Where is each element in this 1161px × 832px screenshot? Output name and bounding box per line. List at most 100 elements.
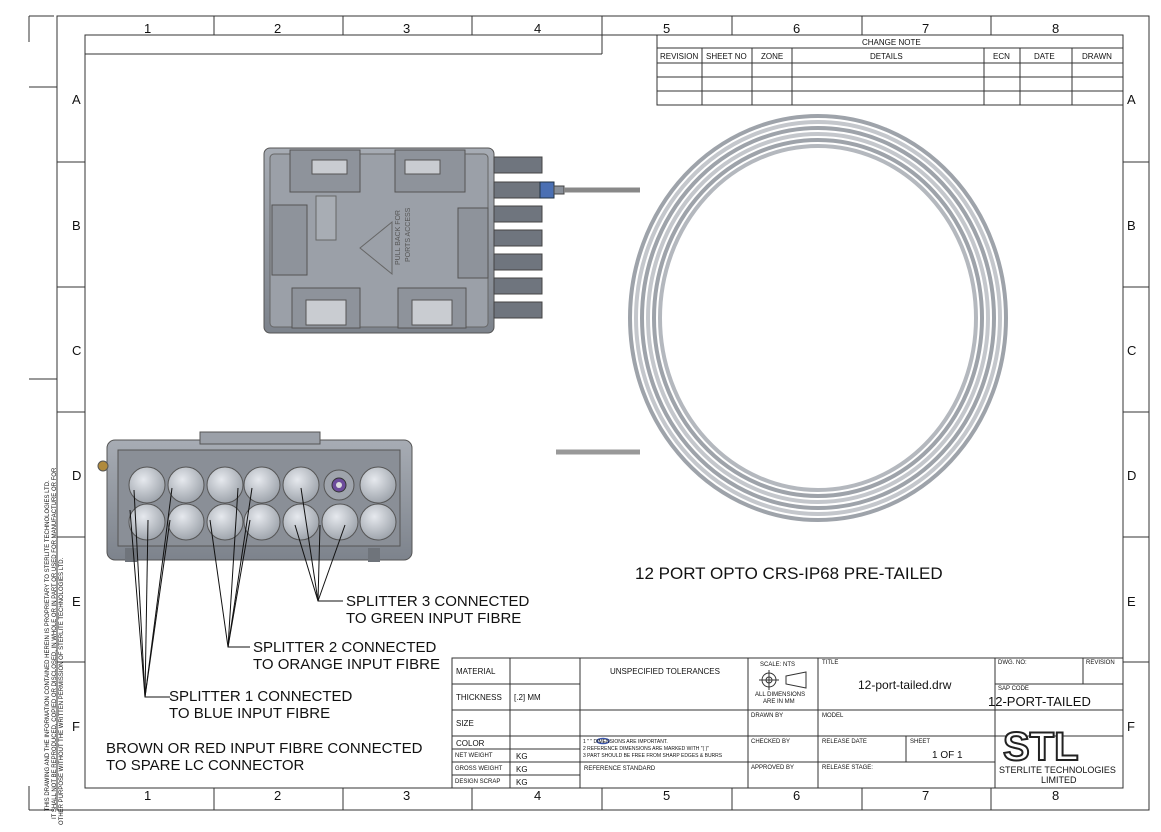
zone-col-label: 3 bbox=[403, 788, 411, 803]
fibre-coil bbox=[628, 114, 1008, 522]
dims-note: ALL DIMENSIONS bbox=[755, 692, 806, 698]
zone-row-label: E bbox=[1127, 594, 1136, 609]
material-label: MATERIAL bbox=[456, 667, 496, 676]
gross-weight-unit: KG bbox=[516, 765, 528, 774]
zone-row-label: C bbox=[72, 343, 82, 358]
corner-mark bbox=[28, 786, 54, 811]
zone-row-label: C bbox=[1127, 343, 1137, 358]
company-name: STERLITE TECHNOLOGIES bbox=[999, 765, 1116, 775]
zone-col-label: 7 bbox=[922, 788, 930, 803]
sap-code-value: 12-PORT-TAILED bbox=[988, 694, 1091, 709]
column-ticks bbox=[57, 16, 1149, 810]
drawing-title: 12 PORT OPTO CRS-IP68 PRE-TAILED bbox=[635, 564, 943, 583]
svg-text:STL: STL bbox=[1003, 725, 1079, 769]
zone-row-label: E bbox=[72, 594, 81, 609]
change-note-header: DETAILS bbox=[870, 52, 903, 61]
spare-connector-note: BROWN OR RED INPUT FIBRE CONNECTED bbox=[106, 740, 423, 757]
color-label: COLOR bbox=[456, 739, 485, 748]
zone-col-label: 5 bbox=[663, 21, 671, 36]
thickness-value: [.2] MM bbox=[514, 693, 541, 702]
leader-lines bbox=[129, 487, 346, 698]
splitter1-note: TO BLUE INPUT FIBRE bbox=[169, 705, 331, 722]
proprietary-notice-line-1: THIS DRAWING AND THE INFORMATION CONTAIN… bbox=[45, 480, 51, 811]
proprietary-notice-line-2: IT SHALL NOT BE REPRODUCED, COPIED OR DI… bbox=[52, 467, 58, 819]
outer-frame bbox=[56, 15, 1150, 811]
change-note-header: REVISION bbox=[660, 52, 699, 61]
spare-connector-note: TO SPARE LC CONNECTOR bbox=[106, 757, 305, 774]
title-label: TITLE bbox=[822, 660, 839, 666]
zone-col-label: 8 bbox=[1052, 21, 1060, 36]
drawn-by-label: DRAWN BY bbox=[751, 713, 784, 719]
zone-row-label: B bbox=[72, 218, 81, 233]
zone-row-label: F bbox=[1127, 719, 1135, 734]
zone-row-label: F bbox=[72, 719, 80, 734]
title-value: 12-port-tailed.drw bbox=[858, 678, 952, 692]
zone-col-label: 5 bbox=[663, 788, 671, 803]
release-date-label: RELEASE DATE bbox=[822, 739, 867, 745]
corner-mark bbox=[28, 15, 54, 42]
change-note-header: ZONE bbox=[761, 52, 784, 61]
checked-by-label: CHECKED BY bbox=[751, 739, 791, 745]
change-note-title: CHANGE NOTE bbox=[862, 38, 921, 47]
zone-col-label: 1 bbox=[144, 788, 152, 803]
design-scrap-unit: KG bbox=[516, 778, 528, 787]
zone-row-label: B bbox=[1127, 218, 1136, 233]
tolerance-note-3: 3 PART SHOULD BE FREE FROM SHARP EDGES &… bbox=[583, 753, 723, 759]
net-weight-label: NET WEIGHT bbox=[455, 753, 493, 759]
thickness-label: THICKNESS bbox=[456, 693, 502, 702]
splitter2-note: TO ORANGE INPUT FIBRE bbox=[253, 656, 440, 673]
net-weight-unit: KG bbox=[516, 752, 528, 761]
approved-by-label: APPROVED BY bbox=[751, 765, 795, 771]
closure-front-view bbox=[97, 431, 413, 562]
dwg-no-label: DWG. NO: bbox=[998, 660, 1027, 666]
closure-top-view: PULL BACK FOR PORTS ACCESS bbox=[263, 147, 640, 334]
change-note-header: DRAWN bbox=[1082, 52, 1112, 61]
zone-col-label: 6 bbox=[793, 788, 801, 803]
important-dim-symbol bbox=[596, 737, 610, 745]
zone-col-label: 7 bbox=[922, 21, 930, 36]
title-block-grid bbox=[451, 657, 1124, 789]
model-label: MODEL bbox=[822, 713, 844, 719]
projection-symbol-icon bbox=[759, 670, 807, 690]
tolerance-note-1: 1 " " DIMENSIONS ARE IMPORTANT. bbox=[583, 739, 668, 745]
splitter2-note: SPLITTER 2 CONNECTED bbox=[253, 639, 437, 656]
zone-col-label: 2 bbox=[274, 21, 282, 36]
splitter1-note: SPLITTER 1 CONNECTED bbox=[169, 688, 353, 705]
svg-text:PORTS ACCESS: PORTS ACCESS bbox=[405, 207, 412, 262]
zone-row-label: D bbox=[72, 468, 82, 483]
zone-col-label: 6 bbox=[793, 21, 801, 36]
sheet-label: SHEET bbox=[910, 739, 931, 745]
zone-row-label: D bbox=[1127, 468, 1137, 483]
zone-col-label: 4 bbox=[534, 788, 542, 803]
splitter3-note: SPLITTER 3 CONNECTED bbox=[346, 593, 530, 610]
zone-col-label: 4 bbox=[534, 21, 542, 36]
sap-code-label: SAP CODE bbox=[998, 686, 1029, 692]
proprietary-notice-line-3: OTHER PURPOSE WITHOUT THE WRITTEN PERMIS… bbox=[59, 557, 65, 825]
size-label: SIZE bbox=[456, 719, 474, 728]
sheet-value: 1 OF 1 bbox=[932, 750, 963, 761]
zone-col-label: 1 bbox=[144, 21, 152, 36]
reference-standard: REFERENCE STANDARD bbox=[584, 766, 656, 772]
dims-note: ARE IN MM bbox=[763, 699, 795, 705]
unspecified-tolerances: UNSPECIFIED TOLERANCES bbox=[610, 667, 720, 676]
zone-col-label: 2 bbox=[274, 788, 282, 803]
inner-border bbox=[84, 34, 1124, 789]
change-note-header: SHEET NO bbox=[706, 52, 747, 61]
splitter3-note: TO GREEN INPUT FIBRE bbox=[346, 610, 522, 627]
scale-label: SCALE: NTS bbox=[760, 662, 796, 668]
revision-label: REVISION bbox=[1086, 660, 1115, 666]
zone-row-label: A bbox=[1127, 92, 1136, 107]
svg-text:PULL BACK FOR: PULL BACK FOR bbox=[395, 210, 402, 265]
zone-col-label: 3 bbox=[403, 21, 411, 36]
change-note-header: DATE bbox=[1034, 52, 1055, 61]
zone-row-label: A bbox=[72, 92, 81, 107]
release-stage-label: RELEASE STAGE: bbox=[822, 765, 873, 771]
change-note-header: ECN bbox=[993, 52, 1010, 61]
stl-logo: STL bbox=[1002, 724, 1080, 770]
gross-weight-label: GROSS WEIGHT bbox=[455, 766, 503, 772]
company-name: LIMITED bbox=[1041, 775, 1077, 785]
design-scrap-label: DESIGN SCRAP bbox=[455, 779, 501, 785]
zone-col-label: 8 bbox=[1052, 788, 1060, 803]
